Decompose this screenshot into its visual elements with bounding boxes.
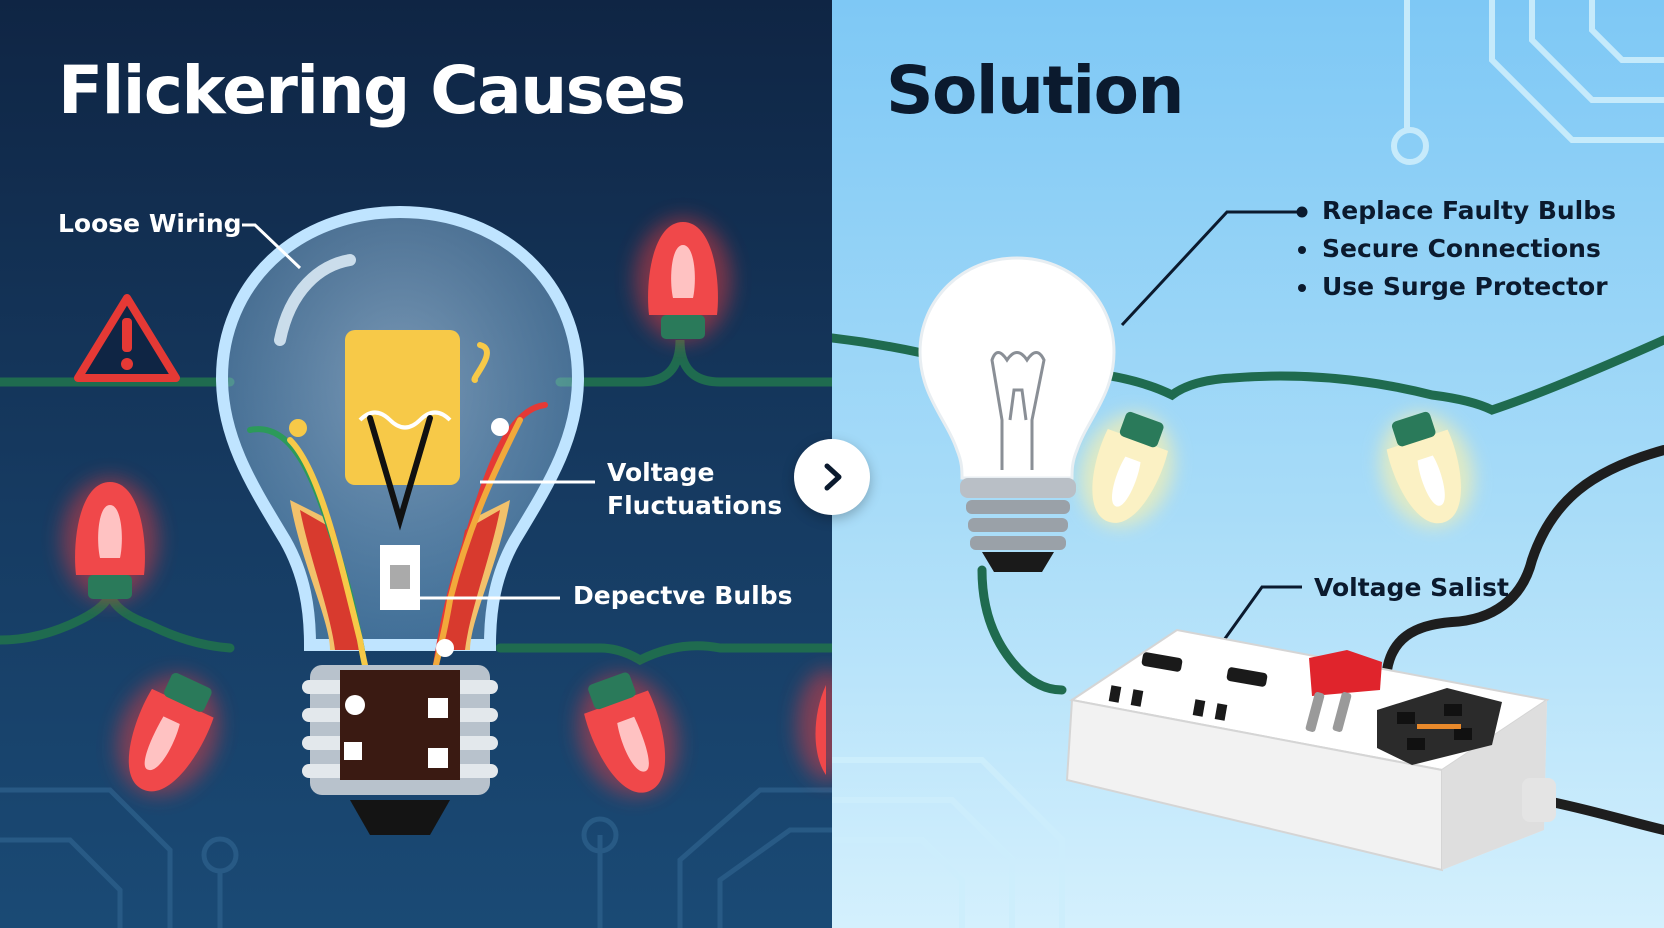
solution-illustration [832,0,1664,928]
circuit-traces [832,0,1664,928]
voltage-fluctuations-label: Voltage Fluctuations [607,458,783,520]
causes-illustration [0,205,832,928]
solution-panel: Solution Replace Faulty Bulbs Secure Con… [832,0,1664,928]
solution-replace-bulbs: Replace Faulty Bulbs [1298,192,1616,230]
exposed-bulb-icon [215,205,585,835]
callout-lines [242,223,595,600]
circuit-traces [0,787,832,928]
causes-title: Flickering Causes [58,52,686,129]
defective-bulbs-label: Depectve Bulbs [573,581,793,610]
solution-title: Solution [886,52,1185,129]
warning-triangle-icon [74,294,180,382]
power-strip-icon [1065,628,1556,872]
voltage-salist-label: Voltage Salist [1314,573,1509,602]
red-string-light-icon [62,218,832,796]
solutions-list: Replace Faulty Bulbs Secure Connections … [1298,192,1616,306]
next-button[interactable] [794,439,870,515]
solution-surge-protector: Use Surge Protector [1298,268,1616,306]
solution-secure-connections: Secure Connections [1298,230,1616,268]
string-light-icon [1080,411,1474,527]
chevron-right-icon [824,463,842,491]
loose-wiring-label: Loose Wiring [58,209,242,238]
light-bulb-icon [918,256,1116,572]
causes-panel: Flickering Causes Loose Wiring Voltage F… [0,0,832,928]
